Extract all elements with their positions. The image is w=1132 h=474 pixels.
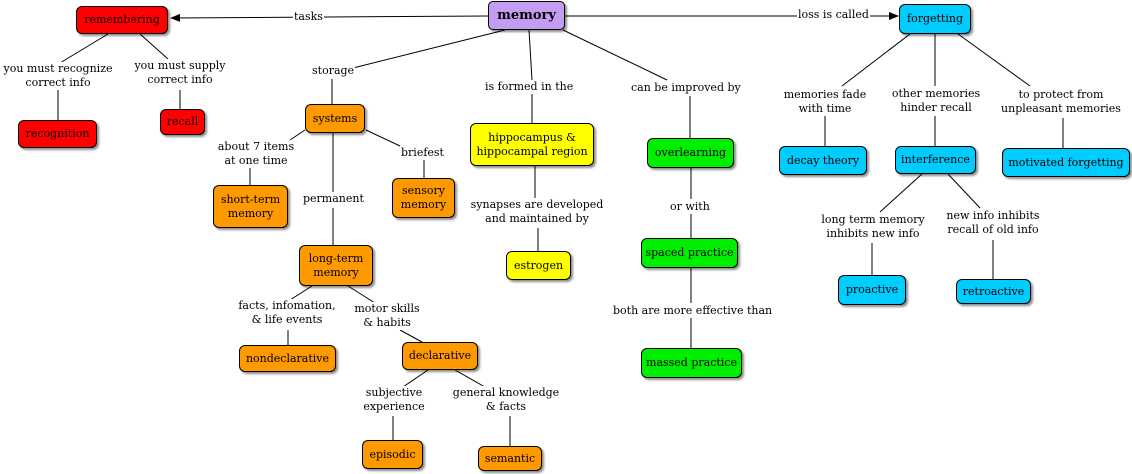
node-hippocampus[interactable]: hippocampus & hippocampal region <box>470 123 594 166</box>
node-memory[interactable]: memory <box>488 1 565 30</box>
link-label-subjective-experience: subjective experience <box>360 386 428 414</box>
node-proactive[interactable]: proactive <box>838 275 906 305</box>
node-remembering[interactable]: remembering <box>76 6 168 34</box>
node-nondeclarative[interactable]: nondeclarative <box>239 345 336 372</box>
node-interference[interactable]: interference <box>895 146 976 174</box>
link-label-can-be-improved-by: can be improved by <box>630 81 742 95</box>
link-label-synapses: synapses are developed and maintained by <box>466 198 608 226</box>
link-label-or-with: or with <box>669 200 711 214</box>
node-recognition[interactable]: recognition <box>18 120 97 148</box>
node-spaced-practice[interactable]: spaced practice <box>641 238 738 268</box>
link-label-new-info-inhibits: new info inhibits recall of old info <box>942 209 1044 237</box>
link-label-about-7-items: about 7 items at one time <box>215 140 297 168</box>
node-episodic[interactable]: episodic <box>362 440 423 469</box>
link-label-general-knowledge: general knowledge & facts <box>450 386 562 414</box>
node-systems[interactable]: systems <box>305 104 365 133</box>
link-label-briefest: briefest <box>400 146 445 160</box>
link-label-you-must-recognize: you must recognize correct info <box>2 62 114 90</box>
node-motivated-forgetting[interactable]: motivated forgetting <box>1002 148 1130 177</box>
link-label-permanent: permanent <box>302 192 365 206</box>
node-decay-theory[interactable]: decay theory <box>779 146 867 175</box>
node-retroactive[interactable]: retroactive <box>956 279 1031 304</box>
link-label-you-must-supply: you must supply correct info <box>130 59 230 87</box>
node-overlearning[interactable]: overlearning <box>647 138 734 168</box>
node-semantic[interactable]: semantic <box>478 446 542 471</box>
link-label-other-memories: other memories hinder recall <box>886 87 986 115</box>
node-massed-practice[interactable]: massed practice <box>641 348 742 378</box>
link-label-tasks: tasks <box>293 10 324 24</box>
node-forgetting[interactable]: forgetting <box>899 4 971 34</box>
link-label-facts-information: facts, infomation, & life events <box>236 299 338 327</box>
node-declarative[interactable]: declarative <box>402 342 478 370</box>
node-estrogen[interactable]: estrogen <box>506 251 571 280</box>
link-label-motor-skills: motor skills & habits <box>352 302 422 330</box>
link-label-storage: storage <box>311 64 356 78</box>
node-short-term-memory[interactable]: short-term memory <box>213 185 288 228</box>
node-long-term-memory[interactable]: long-term memory <box>299 245 373 286</box>
link-label-is-formed-in-the: is formed in the <box>484 80 575 94</box>
node-sensory-memory[interactable]: sensory memory <box>392 178 455 218</box>
link-label-memories-fade: memories fade with time <box>776 88 874 116</box>
edge-memory-remembering <box>170 13 489 22</box>
node-recall[interactable]: recall <box>160 109 205 135</box>
link-label-long-term-inhibits: long term memory inhibits new info <box>814 213 932 241</box>
link-label-loss-is-called: loss is called <box>797 8 870 22</box>
link-label-both-more-effective: both are more effective than <box>612 304 774 318</box>
link-label-to-protect: to protect from unpleasant memories <box>998 88 1124 116</box>
